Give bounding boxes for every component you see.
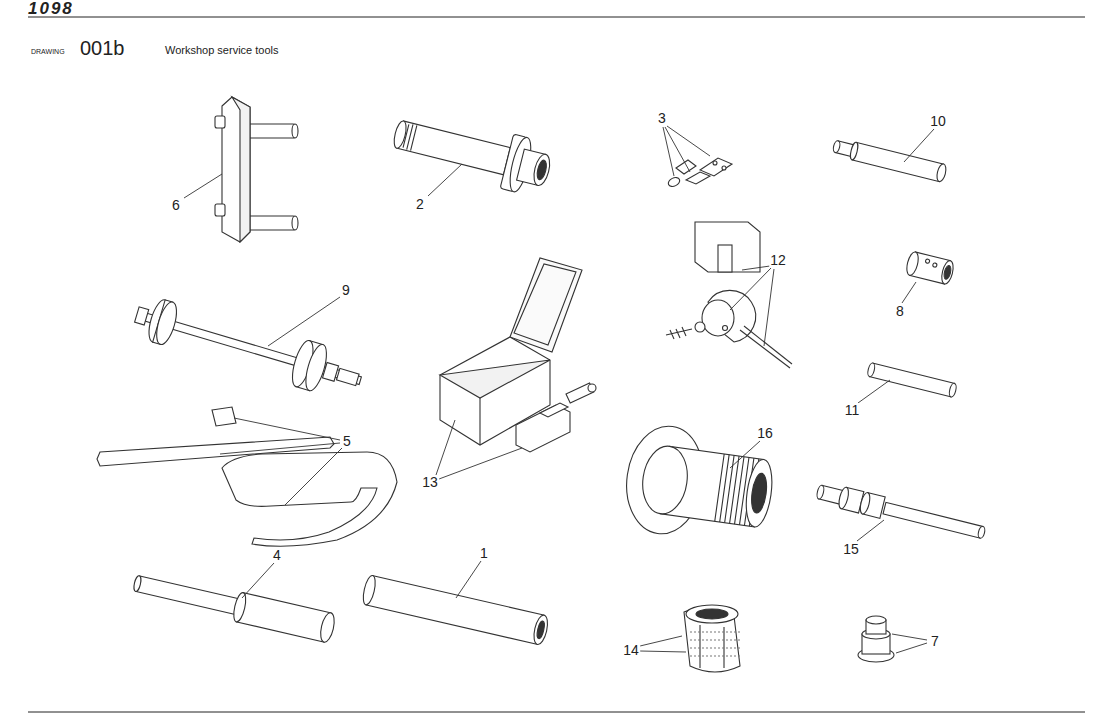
callout-number: 10: [929, 114, 947, 128]
callout-number: 2: [415, 197, 425, 211]
drawing-number: 001b: [80, 38, 125, 58]
drawing-title: Workshop service tools: [165, 45, 279, 56]
callout-number: 5: [342, 434, 352, 448]
callout-number: 6: [171, 198, 181, 212]
callout-number: 3: [657, 111, 667, 125]
callout-number: 13: [421, 475, 439, 489]
callout-number: 8: [895, 304, 905, 318]
callout-number: 9: [341, 283, 351, 297]
callout-number: 1: [479, 546, 489, 560]
model-logo: 1098: [28, 0, 74, 17]
callout-number: 11: [844, 403, 861, 417]
callout-number: 4: [272, 548, 282, 562]
callout-number: 7: [930, 634, 940, 648]
drawing-caption: DRAWING: [31, 48, 65, 55]
callout-number: 16: [756, 426, 774, 440]
callout-number: 12: [769, 253, 787, 267]
callout-number: 14: [622, 643, 640, 657]
callout-number: 15: [842, 542, 860, 556]
